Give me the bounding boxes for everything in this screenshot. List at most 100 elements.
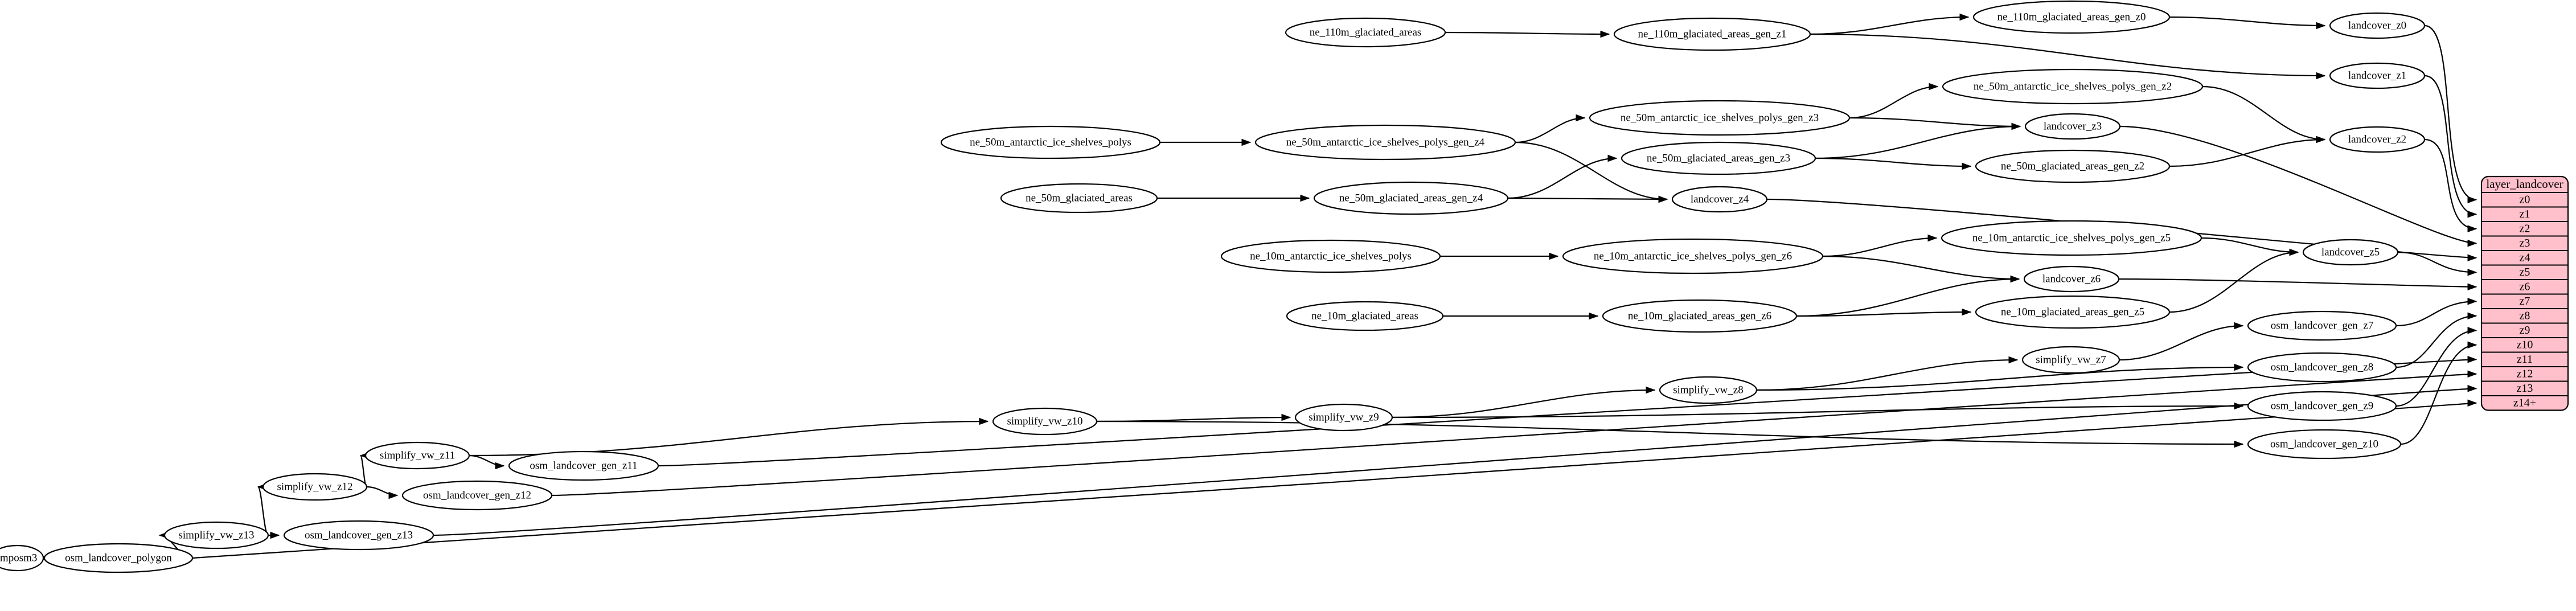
node-ellipse[interactable]	[1972, 0, 2171, 34]
graph-node-landcover_z1[interactable]: landcover_z1	[2329, 62, 2426, 89]
graph-node-simplify_vw_z9[interactable]: simplify_vw_z9	[1294, 403, 1393, 432]
table-row-cell[interactable]: z0	[2520, 193, 2530, 206]
table-row-cell[interactable]: z11	[2517, 353, 2533, 366]
node-ellipse[interactable]	[1589, 100, 1851, 136]
graph-node-simplify_vw_z12[interactable]: simplify_vw_z12	[262, 473, 368, 501]
node-ellipse[interactable]	[1220, 239, 1441, 273]
graph-node-ne_10m_antarctic_ice_shelves_polys_gen_z6[interactable]: ne_10m_antarctic_ice_shelves_polys_gen_z…	[1562, 238, 1824, 274]
node-ellipse[interactable]	[1294, 403, 1393, 432]
node-ellipse[interactable]	[992, 407, 1098, 436]
node-ellipse[interactable]	[1941, 220, 2202, 256]
node-label: ne_10m_antarctic_ice_shelves_polys_gen_z…	[1972, 232, 2171, 244]
graph-node-landcover_z6[interactable]: landcover_z6	[2023, 265, 2120, 293]
graph-node-osm_landcover_gen_z9[interactable]: osm_landcover_gen_z9	[2247, 391, 2397, 421]
graph-node-osm_landcover_polygon[interactable]: osm_landcover_polygon	[43, 543, 194, 573]
graph-node-landcover_z2[interactable]: landcover_z2	[2329, 126, 2426, 153]
graph-node-simplify_vw_z8[interactable]: simplify_vw_z8	[1659, 376, 1758, 404]
graph-node-landcover_z5[interactable]: landcover_z5	[2302, 239, 2399, 266]
graph-node-ne_10m_antarctic_ice_shelves_polys[interactable]: ne_10m_antarctic_ice_shelves_polys	[1220, 239, 1441, 273]
node-label: simplify_vw_z12	[277, 481, 353, 493]
graph-edge-ne_50m_glaciated_areas_gen_z2-to-landcover_z2	[2169, 138, 2325, 167]
table-row-cell[interactable]: z10	[2517, 338, 2533, 351]
node-ellipse[interactable]	[1313, 181, 1509, 215]
table-row-cell[interactable]: z3	[2520, 237, 2530, 249]
graph-node-simplify_vw_z13[interactable]: simplify_vw_z13	[163, 521, 269, 550]
graph-node-ne_10m_glaciated_areas_gen_z6[interactable]: ne_10m_glaciated_areas_gen_z6	[1602, 299, 1798, 333]
graph-node-ne_110m_glaciated_areas_gen_z0[interactable]: ne_110m_glaciated_areas_gen_z0	[1972, 0, 2171, 34]
graph-node-ne_50m_glaciated_areas_gen_z2[interactable]: ne_50m_glaciated_areas_gen_z2	[1975, 149, 2171, 183]
node-ellipse[interactable]	[508, 450, 659, 481]
node-ellipse[interactable]	[1613, 17, 1811, 51]
table-row-cell[interactable]: z2	[2520, 222, 2530, 235]
node-ellipse[interactable]	[2021, 346, 2120, 374]
node-ellipse[interactable]	[2329, 126, 2426, 153]
graph-node-simplify_vw_z7[interactable]: simplify_vw_z7	[2021, 346, 2120, 374]
node-ellipse[interactable]	[2302, 239, 2399, 266]
graph-node-ne_110m_glaciated_areas[interactable]: ne_110m_glaciated_areas	[1285, 17, 1446, 48]
graph-node-ne_50m_antarctic_ice_shelves_polys_gen_z4[interactable]: ne_50m_antarctic_ice_shelves_polys_gen_z…	[1254, 124, 1516, 161]
node-ellipse[interactable]	[0, 544, 44, 572]
node-ellipse[interactable]	[1621, 141, 1816, 175]
node-ellipse[interactable]	[364, 441, 470, 470]
table-row-cell[interactable]: z9	[2520, 324, 2530, 337]
table-row-cell[interactable]: z13	[2517, 382, 2533, 395]
node-ellipse[interactable]	[2247, 391, 2397, 421]
node-ellipse[interactable]	[1671, 186, 1768, 213]
table-row-cell[interactable]: z4	[2520, 251, 2530, 264]
node-ellipse[interactable]	[940, 125, 1161, 159]
node-ellipse[interactable]	[2247, 429, 2402, 460]
table-row-cell[interactable]: z1	[2520, 208, 2530, 220]
table-node-layer-landcover[interactable]: layer_landcoverz0z1z2z3z4z5z6z7z8z9z10z1…	[2480, 175, 2569, 411]
node-ellipse[interactable]	[1975, 295, 2171, 329]
node-ellipse[interactable]	[262, 473, 368, 501]
graph-node-landcover_z3[interactable]: landcover_z3	[2024, 113, 2121, 140]
node-ellipse[interactable]	[2247, 352, 2397, 383]
graph-node-ne_50m_glaciated_areas[interactable]: ne_50m_glaciated_areas	[1000, 183, 1158, 214]
graph-node-osm_landcover_gen_z12[interactable]: osm_landcover_gen_z12	[401, 480, 553, 511]
table-row-cell[interactable]: z12	[2517, 367, 2533, 380]
node-ellipse[interactable]	[401, 480, 553, 511]
node-ellipse[interactable]	[2023, 265, 2120, 293]
graph-node-osm_landcover_gen_z7[interactable]: osm_landcover_gen_z7	[2247, 310, 2397, 341]
graph-node-ne_110m_glaciated_areas_gen_z1[interactable]: ne_110m_glaciated_areas_gen_z1	[1613, 17, 1811, 51]
graph-node-simplify_vw_z10[interactable]: simplify_vw_z10	[992, 407, 1098, 436]
graph-node-osm_landcover_gen_z11[interactable]: osm_landcover_gen_z11	[508, 450, 659, 481]
node-ellipse[interactable]	[163, 521, 269, 550]
graph-node-osm_landcover_gen_z10[interactable]: osm_landcover_gen_z10	[2247, 429, 2402, 460]
node-ellipse[interactable]	[1286, 301, 1444, 331]
graph-node-ne_10m_antarctic_ice_shelves_polys_gen_z5[interactable]: ne_10m_antarctic_ice_shelves_polys_gen_z…	[1941, 220, 2202, 256]
node-ellipse[interactable]	[1254, 124, 1516, 161]
table-row-cell[interactable]: z6	[2520, 280, 2530, 293]
node-ellipse[interactable]	[2329, 62, 2426, 89]
table-row-cell[interactable]: z8	[2520, 309, 2530, 322]
node-ellipse[interactable]	[2329, 12, 2426, 39]
node-ellipse[interactable]	[1659, 376, 1758, 404]
graph-node-ne_10m_glaciated_areas[interactable]: ne_10m_glaciated_areas	[1286, 301, 1444, 331]
node-ellipse[interactable]	[1602, 299, 1798, 333]
graph-node-ne_10m_glaciated_areas_gen_z5[interactable]: ne_10m_glaciated_areas_gen_z5	[1975, 295, 2171, 329]
graph-node-landcover_z4[interactable]: landcover_z4	[1671, 186, 1768, 213]
table-row-cell[interactable]: z14+	[2513, 396, 2536, 409]
node-ellipse[interactable]	[2247, 310, 2397, 341]
graph-node-ne_50m_glaciated_areas_gen_z3[interactable]: ne_50m_glaciated_areas_gen_z3	[1621, 141, 1816, 175]
node-label: ne_50m_antarctic_ice_shelves_polys_gen_z…	[1286, 136, 1485, 148]
node-ellipse[interactable]	[1975, 149, 2171, 183]
graph-node-ne_50m_glaciated_areas_gen_z4[interactable]: ne_50m_glaciated_areas_gen_z4	[1313, 181, 1509, 215]
node-ellipse[interactable]	[1942, 68, 2204, 105]
node-ellipse[interactable]	[1000, 183, 1158, 214]
table-row-cell[interactable]: z7	[2520, 295, 2530, 307]
graph-node-osm_landcover_gen_z13[interactable]: osm_landcover_gen_z13	[283, 520, 434, 551]
graph-node-simplify_vw_z11[interactable]: simplify_vw_z11	[364, 441, 470, 470]
graph-node-osm_landcover_gen_z8[interactable]: osm_landcover_gen_z8	[2247, 352, 2397, 383]
node-ellipse[interactable]	[43, 543, 194, 573]
node-ellipse[interactable]	[1562, 238, 1824, 274]
table-row-cell[interactable]: z5	[2520, 266, 2530, 278]
node-ellipse[interactable]	[1285, 17, 1446, 48]
graph-node-landcover_z0[interactable]: landcover_z0	[2329, 12, 2426, 39]
node-ellipse[interactable]	[283, 520, 434, 551]
node-ellipse[interactable]	[2024, 113, 2121, 140]
graph-node-ne_50m_antarctic_ice_shelves_polys_gen_z3[interactable]: ne_50m_antarctic_ice_shelves_polys_gen_z…	[1589, 100, 1851, 136]
graph-node-ne_50m_antarctic_ice_shelves_polys[interactable]: ne_50m_antarctic_ice_shelves_polys	[940, 125, 1161, 159]
graph-node-ne_50m_antarctic_ice_shelves_polys_gen_z2[interactable]: ne_50m_antarctic_ice_shelves_polys_gen_z…	[1942, 68, 2204, 105]
graph-node-imposm3[interactable]: imposm3	[0, 544, 44, 572]
